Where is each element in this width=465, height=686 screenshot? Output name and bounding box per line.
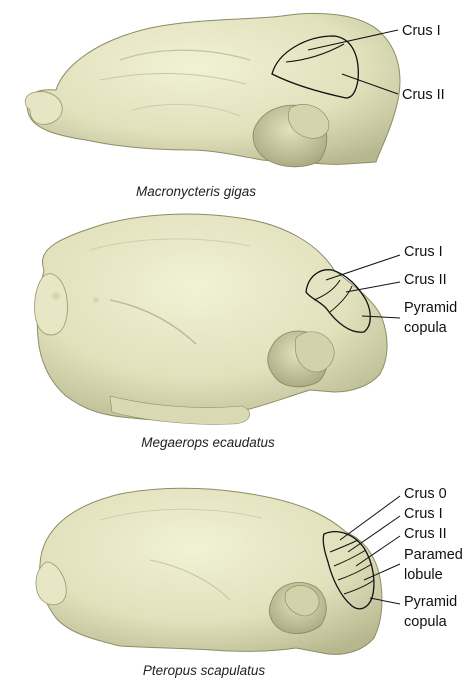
panel-megaerops: Crus I Crus II Pyramid copula Megaerops … (35, 214, 458, 450)
leader-line-crus-i (326, 255, 400, 280)
endocast-macronycteris (25, 13, 400, 166)
species-caption: Megaerops ecaudatus (141, 435, 275, 450)
endocast-body (27, 13, 400, 164)
label-pyramid: Pyramid (404, 594, 457, 610)
species-caption: Macronycteris gigas (136, 184, 256, 199)
surface-bump (52, 292, 60, 300)
panel-macronycteris: Crus I Crus II Macronycteris gigas (25, 13, 445, 199)
label-copula: copula (404, 614, 448, 630)
label-crus-i: Crus I (404, 244, 443, 260)
label-crus-i: Crus I (404, 506, 443, 522)
leader-line-crus-0 (340, 496, 400, 540)
endocast-megaerops (35, 214, 388, 424)
label-pyramid: Pyramid (404, 300, 457, 316)
label-crus-0: Crus 0 (404, 486, 447, 502)
label-paramedian: Paramed (404, 547, 463, 563)
label-crus-ii: Crus II (402, 87, 445, 103)
panel-pteropus: Crus 0 Crus I Crus II Paramed lobule Pyr… (36, 486, 463, 678)
label-lobule: lobule (404, 567, 443, 583)
endocast-body (37, 214, 387, 420)
label-crus-ii: Crus II (404, 272, 447, 288)
label-crus-i: Crus I (402, 23, 441, 39)
leader-line-crus-i (348, 516, 400, 552)
species-caption: Pteropus scapulatus (143, 663, 266, 678)
label-copula: copula (404, 320, 448, 336)
surface-bump (93, 297, 99, 303)
label-crus-ii: Crus II (404, 526, 447, 542)
